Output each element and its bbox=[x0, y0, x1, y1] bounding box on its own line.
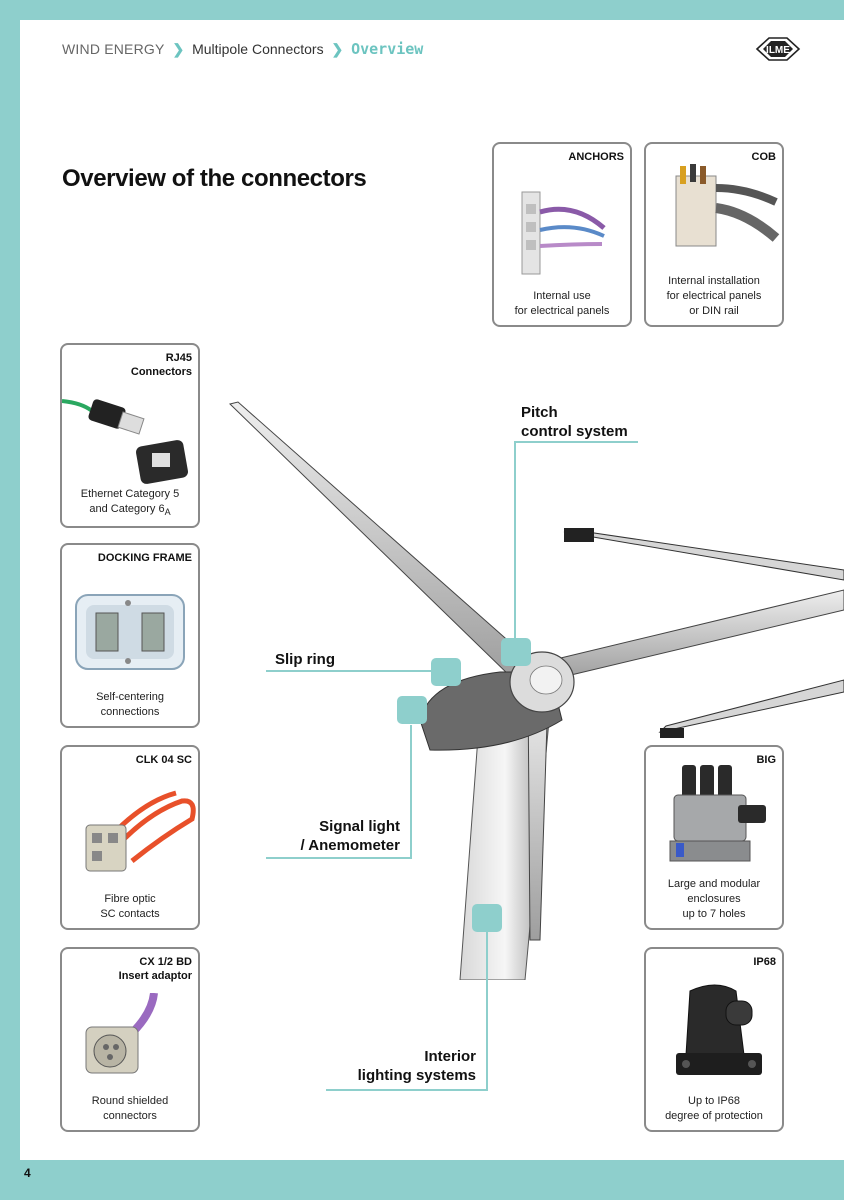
callout-signal-light: Signal light / Anemometer bbox=[300, 818, 400, 854]
slip-marker[interactable] bbox=[431, 658, 461, 686]
page-number: 4 bbox=[24, 1166, 31, 1180]
pitch-marker[interactable] bbox=[501, 638, 531, 666]
card-cob[interactable]: COB Internal installation for electrical… bbox=[644, 142, 784, 327]
card-title: CLK 04 SC bbox=[135, 754, 192, 766]
breadcrumb-current: Overview bbox=[351, 40, 424, 58]
card-big[interactable]: BIG Large and modular enclosures up to 7… bbox=[644, 745, 784, 930]
desc-line-1: Ethernet Category 5 bbox=[80, 488, 180, 500]
clk-04-sc-image bbox=[85, 790, 196, 872]
chevron-right-icon: ❯ bbox=[331, 41, 344, 57]
interior-marker[interactable] bbox=[472, 904, 502, 932]
card-clk-04-sc[interactable]: CLK 04 SC Fibre optic SC contacts bbox=[60, 745, 200, 930]
rj45-image bbox=[62, 399, 188, 484]
card-ip68[interactable]: IP68 Up to IP68 degree of protection bbox=[644, 947, 784, 1132]
card-title: CX 1/2 BD Insert adaptor bbox=[118, 956, 192, 982]
card-description: Self-centering connections bbox=[96, 691, 164, 718]
breadcrumb-category[interactable]: Multipole Connectors bbox=[192, 41, 324, 57]
card-description: Round shielded connectors bbox=[91, 1095, 169, 1122]
signal-leader-line bbox=[266, 857, 412, 859]
cob-image bbox=[675, 164, 780, 247]
desc-line-2: and Category 6 bbox=[89, 503, 165, 515]
card-description: Internal installation for electrical pan… bbox=[666, 275, 762, 317]
callout-pitch-control: Pitch control system bbox=[521, 404, 628, 440]
card-rj45[interactable]: RJ45 Connectors Ethernet Category 5 and C… bbox=[60, 343, 200, 528]
anchors-image bbox=[521, 191, 606, 275]
card-title: ANCHORS bbox=[568, 151, 624, 163]
chevron-right-icon: ❯ bbox=[172, 41, 185, 57]
card-anchors[interactable]: ANCHORS Internal use for electrical pane… bbox=[492, 142, 632, 327]
card-cx-insert-adaptor[interactable]: CX 1/2 BD Insert adaptor Round shielded … bbox=[60, 947, 200, 1132]
pitch-leader-line bbox=[514, 441, 638, 443]
card-description: Fibre optic SC contacts bbox=[100, 893, 160, 920]
desc-subscript: A bbox=[164, 507, 171, 517]
page-title: Overview of the connectors bbox=[62, 165, 367, 192]
card-docking-frame[interactable]: DOCKING FRAME Self-centering connections bbox=[60, 543, 200, 728]
callout-slip-ring: Slip ring bbox=[275, 651, 335, 668]
footer-bar bbox=[0, 1160, 844, 1200]
pitch-leader-line bbox=[514, 442, 516, 652]
card-title: RJ45 Connectors bbox=[130, 352, 192, 378]
interior-leader-line bbox=[326, 1089, 488, 1091]
big-image bbox=[669, 765, 766, 862]
slip-leader-line bbox=[266, 670, 442, 672]
ip68-image bbox=[676, 984, 762, 1075]
logo-text: ILME bbox=[766, 45, 790, 56]
card-title: DOCKING FRAME bbox=[97, 552, 192, 564]
breadcrumb-section[interactable]: WIND ENERGY bbox=[62, 41, 165, 57]
card-title: BIG bbox=[756, 754, 776, 766]
card-title: IP68 bbox=[753, 956, 776, 968]
docking-frame-image bbox=[75, 594, 185, 670]
document-page: WIND ENERGY ❯ Multipole Connectors ❯ Ove… bbox=[20, 20, 844, 1160]
callout-interior-lighting: Interior lighting systems bbox=[357, 1048, 476, 1084]
card-description: Large and modular enclosures up to 7 hol… bbox=[667, 878, 761, 920]
signal-marker[interactable] bbox=[397, 696, 427, 724]
interior-leader-line bbox=[486, 930, 488, 1090]
card-description: Internal use for electrical panels bbox=[514, 290, 610, 317]
card-title: COB bbox=[751, 151, 776, 163]
card-description: Up to IP68 degree of protection bbox=[665, 1095, 763, 1122]
brand-logo: ILME bbox=[755, 37, 801, 61]
card-description: Ethernet Category 5 and Category 6A bbox=[62, 487, 198, 520]
breadcrumb: WIND ENERGY ❯ Multipole Connectors ❯ Ove… bbox=[62, 40, 423, 58]
cx-insert-adaptor-image bbox=[85, 993, 158, 1074]
signal-leader-line bbox=[410, 725, 412, 858]
